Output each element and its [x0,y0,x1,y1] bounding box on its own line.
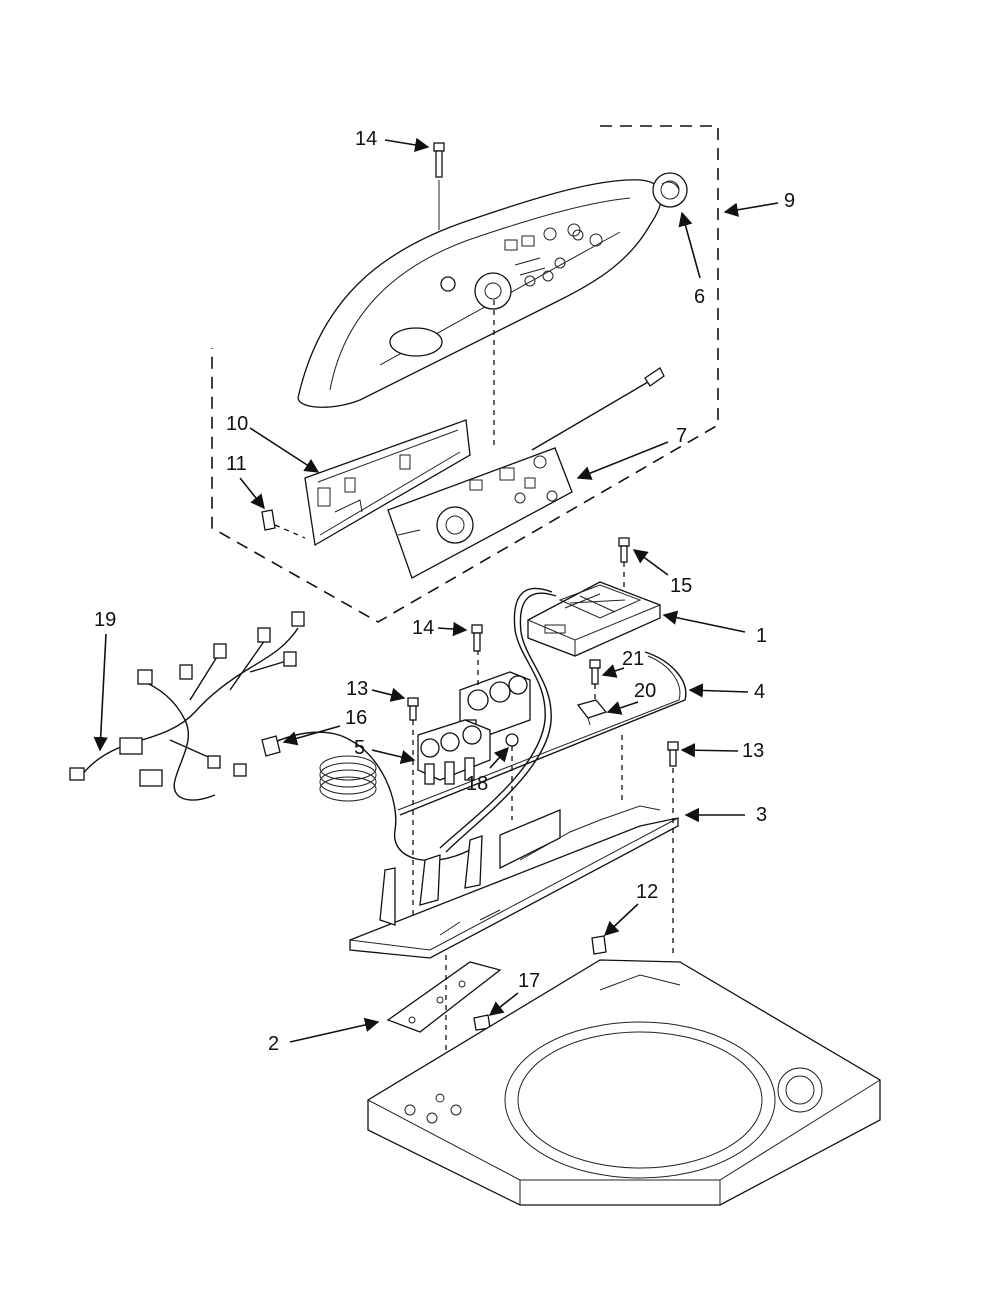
console-base [349,805,679,959]
mounting-plate [386,961,502,1033]
callout-15: 15 [632,549,692,597]
callout-label-21: 21 [622,648,644,670]
washer-top-frame [367,959,881,1206]
pressure-tube [399,651,687,816]
ribbon-cable [531,367,665,451]
callout-13-right: 13 [680,740,764,762]
callout-14-top: 14 [355,128,430,153]
callout-7: 7 [576,425,687,480]
callout-label-12: 12 [636,881,658,903]
callout-label-3: 3 [756,804,767,826]
user-interface-board [387,447,573,579]
screw-11 [261,509,306,539]
knob [652,172,688,208]
callout-16: 16 [282,707,367,746]
callout-label-11: 11 [226,453,247,475]
sensor-20 [576,699,608,726]
callout-label-13-right: 13 [742,740,764,762]
callout-label-14-mid: 14 [412,617,434,639]
main-control-module [527,581,661,657]
clip-12 [591,935,607,955]
screw-21 [589,659,601,705]
callout-label-1: 1 [756,625,767,647]
callout-label-9: 9 [784,190,795,212]
callout-label-7: 7 [676,425,687,447]
callout-11: 11 [226,453,265,510]
callout-3: 3 [684,804,767,826]
water-valve-5 [417,719,491,785]
screw-top [433,142,445,230]
callout-label-18: 18 [466,773,488,795]
pressure-tube-inner [397,655,681,811]
callout-18: 18 [466,746,509,795]
callout-21: 21 [601,648,644,678]
callout-19: 19 [93,609,116,752]
callout-20: 20 [606,680,656,715]
callout-label-2: 2 [268,1033,279,1055]
callout-17: 17 [488,970,540,1016]
callout-5: 5 [354,737,416,765]
callout-label-5: 5 [354,737,365,759]
callout-label-16: 16 [345,707,367,729]
wire-harness [69,611,305,801]
callout-14-mid: 14 [412,617,468,639]
console-bracket [304,419,471,547]
callout-2: 2 [268,1017,380,1055]
callout-label-10: 10 [226,413,248,435]
callout-label-15: 15 [670,575,692,597]
callout-label-4: 4 [754,681,765,703]
screw-18 [505,733,519,820]
callout-label-14-top: 14 [355,128,377,150]
module-harness-loop [439,587,553,849]
callout-label-20: 20 [634,680,656,702]
callout-label-13-left: 13 [346,678,368,700]
callout-9: 9 [723,190,795,217]
screw-13b [667,741,679,767]
screw-13a [407,697,419,930]
console-assembly-boundary [211,125,719,623]
callout-label-6: 6 [694,286,705,308]
callout-10: 10 [226,413,320,473]
callout-12: 12 [603,881,658,936]
callout-13-left: 13 [346,678,406,702]
console-panel [297,179,663,408]
screw-14b [471,624,483,652]
callout-6: 6 [678,211,705,308]
screw-15 [618,537,630,590]
callout-1: 1 [662,610,767,647]
callout-label-19: 19 [94,609,116,631]
callout-4: 4 [688,681,765,703]
module-harness-loop-2 [445,592,557,853]
callout-label-17: 17 [518,970,540,992]
